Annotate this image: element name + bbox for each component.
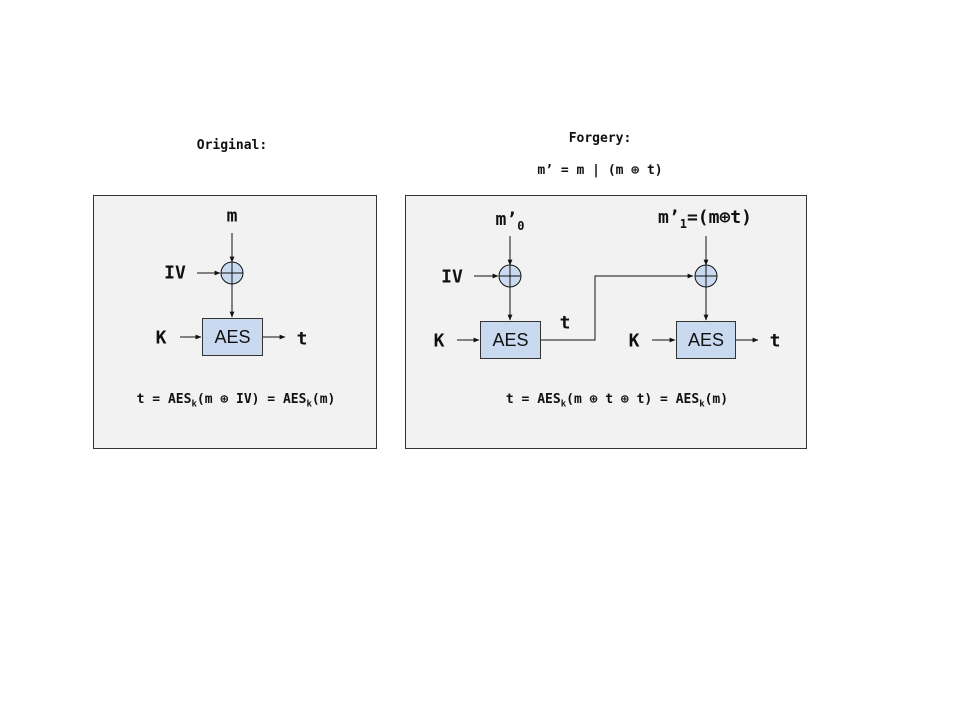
- xor-icon: [498, 264, 522, 288]
- forgery-equation: t = AESk(m ⊕ t ⊕ t) = AESk(m): [505, 392, 729, 410]
- forgery-subheading: m’ = m | (m ⊕ t): [537, 163, 663, 178]
- label-k: K: [628, 330, 640, 352]
- label-k: K: [433, 330, 445, 352]
- aes-block: AES: [480, 321, 541, 359]
- xor-icon: [220, 261, 244, 285]
- label-t-mid: t: [559, 312, 571, 334]
- label-iv: IV: [164, 262, 186, 284]
- label-iv: IV: [441, 266, 463, 288]
- forgery-heading: Forgery:: [568, 131, 632, 146]
- xor-icon: [694, 264, 718, 288]
- label-m0: m’0: [495, 209, 525, 233]
- original-equation: t = AESk(m ⊕ IV) = AESk(m): [136, 392, 336, 410]
- label-m: m: [226, 205, 238, 227]
- label-k: K: [155, 327, 167, 349]
- aes-block: AES: [202, 318, 263, 356]
- label-t: t: [296, 328, 308, 350]
- original-heading: Original:: [196, 138, 268, 153]
- t-feedback-arrow: [541, 273, 694, 341]
- forgery-panel: [405, 195, 807, 449]
- label-t-out: t: [769, 330, 781, 352]
- label-m1: m’1=(m⊕t): [658, 207, 752, 231]
- aes-block: AES: [676, 321, 736, 359]
